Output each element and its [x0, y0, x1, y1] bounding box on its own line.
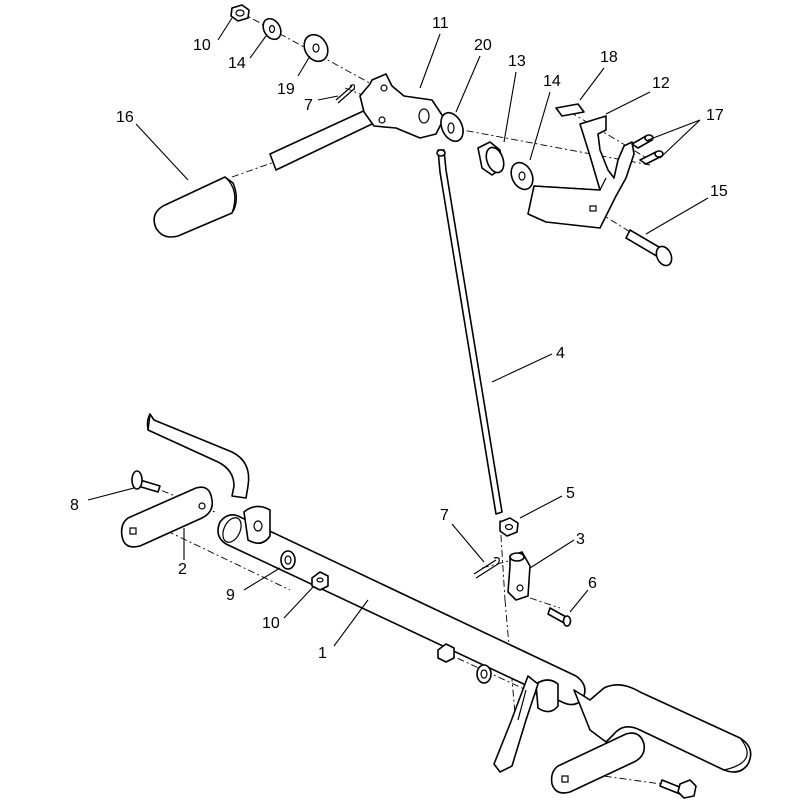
- cotter-pin-7-top: [335, 84, 356, 104]
- callout-14-mid: 14: [543, 73, 561, 90]
- leader-lines: [87, 17, 709, 647]
- cross-shaft-1: [217, 505, 586, 713]
- callout-7-top: 7: [304, 97, 313, 114]
- bellcrank-arm: [493, 675, 539, 773]
- callout-6: 6: [588, 575, 597, 592]
- callout-17: 17: [706, 107, 724, 124]
- nut-5: [499, 517, 519, 537]
- callout-13: 13: [508, 53, 526, 70]
- clevis-pin-15: [625, 229, 673, 267]
- bracket-12: [527, 115, 635, 229]
- callout-4: 4: [556, 345, 565, 362]
- callout-20: 20: [474, 37, 492, 54]
- link-plate-2: [120, 486, 214, 548]
- callout-3: 3: [576, 531, 585, 548]
- callout-16: 16: [116, 109, 134, 126]
- control-lever-11: [269, 73, 445, 171]
- washer-19: [303, 33, 329, 63]
- control-rod-4: [436, 149, 503, 515]
- callout-14-top: 14: [228, 55, 246, 72]
- callout-19: 19: [277, 81, 295, 98]
- callout-1: 1: [318, 645, 327, 662]
- bolt-8: [131, 470, 161, 493]
- callout-10-top: 10: [193, 37, 211, 54]
- nut-lower-right: [437, 643, 455, 663]
- left-arm-bracket: [146, 413, 250, 499]
- callout-18: 18: [600, 49, 618, 66]
- nut-10-top: [230, 4, 250, 22]
- washer-14-mid: [510, 161, 534, 191]
- washer-20: [440, 111, 464, 143]
- callout-12: 12: [652, 75, 670, 92]
- callout-9: 9: [226, 587, 235, 604]
- bolt-17: [631, 134, 664, 165]
- callout-5: 5: [566, 485, 575, 502]
- bolt-lower-right: [659, 779, 697, 799]
- link-plate-lower-right: [550, 732, 646, 794]
- callout-8: 8: [70, 497, 79, 514]
- bushing-13: [477, 141, 505, 176]
- callout-15: 15: [710, 183, 728, 200]
- nut-10-lower: [311, 571, 329, 591]
- handle-grip-16: [153, 176, 238, 238]
- washer-14-top: [262, 17, 282, 41]
- clevis-3: [507, 551, 531, 601]
- pin-6: [547, 607, 572, 627]
- callout-labels: 10 14 19 7 11 20 13 14 18 12 17 16 15 4 …: [70, 15, 728, 662]
- callout-11: 11: [432, 15, 449, 32]
- callout-10-lower: 10: [262, 615, 280, 632]
- cotter-pin-7-lower: [473, 557, 500, 579]
- spacer-lower-right: [476, 664, 492, 684]
- callout-7-lower: 7: [440, 507, 449, 524]
- right-arm-bracket: [573, 684, 752, 773]
- spacer-9: [280, 550, 296, 570]
- callout-2: 2: [178, 561, 187, 578]
- plate-18: [555, 103, 585, 117]
